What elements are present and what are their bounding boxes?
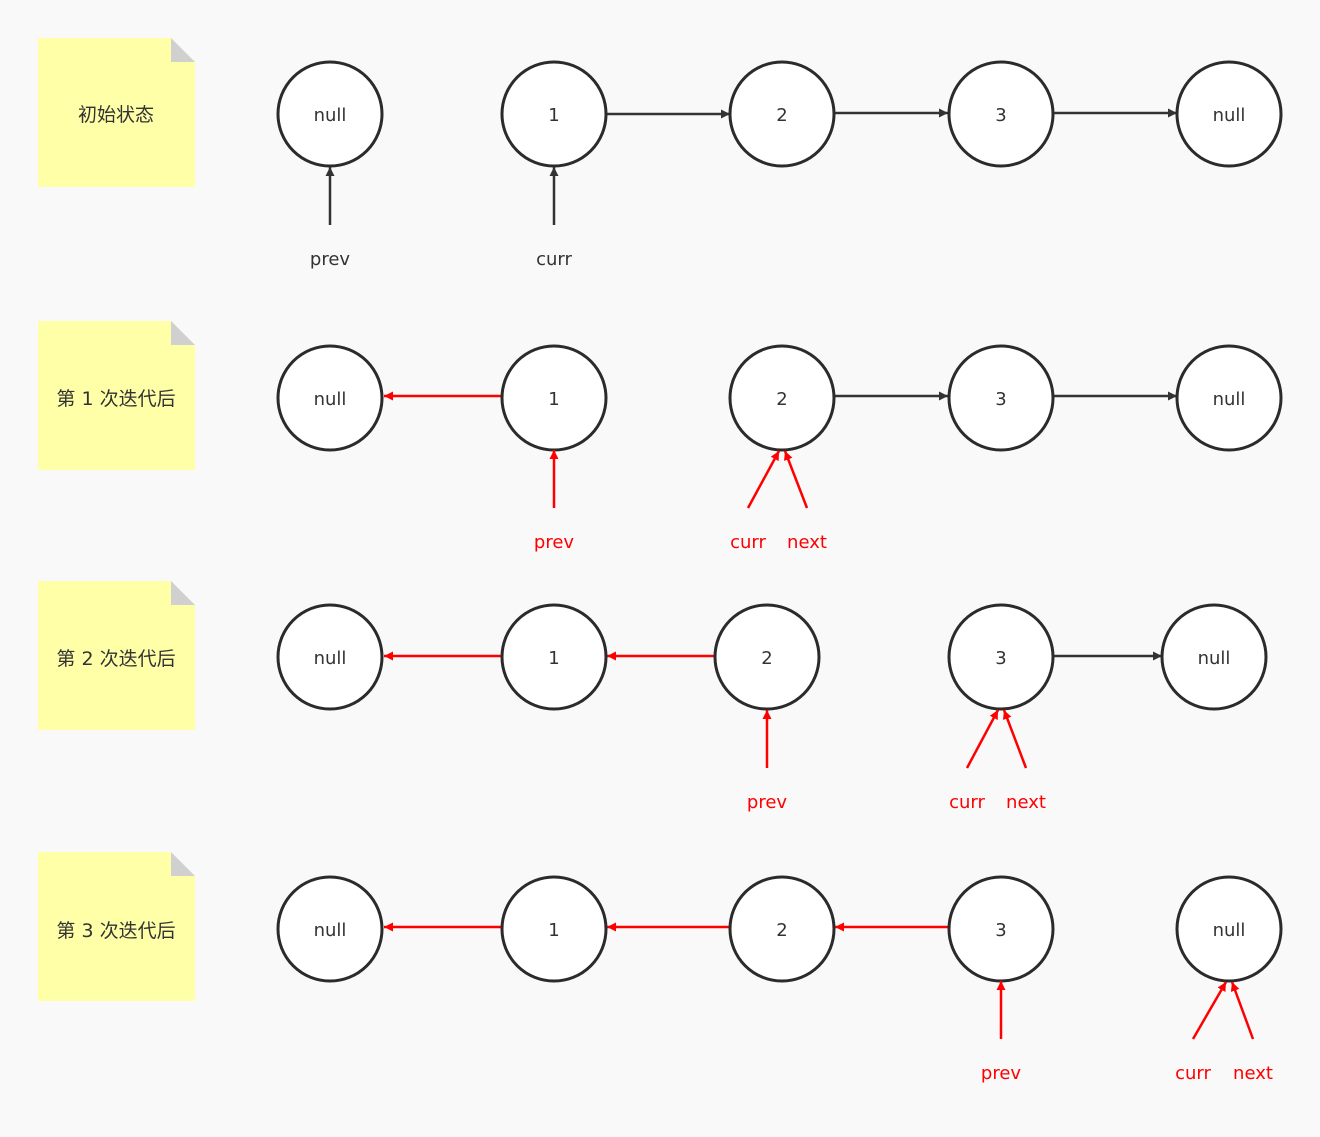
svg-text:1: 1 xyxy=(548,648,559,669)
row-iteration-3: 第 3 次迭代后 null 1 2 3 null prev curr nex xyxy=(38,852,1283,1084)
node-null-right: null xyxy=(1160,603,1268,711)
next-arrow xyxy=(1002,709,1028,769)
node-1: 1 xyxy=(500,344,608,452)
svg-text:null: null xyxy=(314,389,347,410)
curr-arrow xyxy=(1191,981,1228,1040)
svg-text:3: 3 xyxy=(995,389,1006,410)
next-arrow xyxy=(1230,981,1255,1040)
curr-label: curr xyxy=(536,249,572,270)
next-label: next xyxy=(787,532,827,553)
node-3: 3 xyxy=(947,344,1055,452)
node-2: 2 xyxy=(713,603,821,711)
node-null-left: null xyxy=(276,344,384,452)
next-label: next xyxy=(1233,1063,1273,1084)
node-null-left: null xyxy=(276,603,384,711)
note-iteration-1: 第 1 次迭代后 xyxy=(38,321,195,470)
node-2: 2 xyxy=(728,875,836,983)
svg-text:3: 3 xyxy=(995,920,1006,941)
note-label: 第 3 次迭代后 xyxy=(56,920,175,942)
node-3: 3 xyxy=(947,603,1055,711)
node-2: 2 xyxy=(728,344,836,452)
svg-text:3: 3 xyxy=(995,648,1006,669)
row-initial: 初始状态 null 1 2 3 null prev curr xyxy=(38,38,1283,270)
node-null-left: null xyxy=(276,875,384,983)
svg-text:null: null xyxy=(1213,389,1246,410)
svg-text:1: 1 xyxy=(548,105,559,126)
next-arrow xyxy=(783,450,809,509)
svg-text:3: 3 xyxy=(995,105,1006,126)
row-iteration-1: 第 1 次迭代后 null 1 2 3 null prev curr nex xyxy=(38,321,1283,553)
curr-arrow xyxy=(965,709,1000,769)
curr-label: curr xyxy=(1175,1063,1211,1084)
prev-label: prev xyxy=(310,249,351,270)
svg-text:2: 2 xyxy=(776,105,787,126)
svg-text:2: 2 xyxy=(776,389,787,410)
svg-text:null: null xyxy=(1213,105,1246,126)
node-1: 1 xyxy=(500,60,608,168)
row-iteration-2: 第 2 次迭代后 null 1 2 3 null prev curr nex xyxy=(38,581,1268,813)
svg-text:null: null xyxy=(1198,648,1231,669)
prev-label: prev xyxy=(747,792,788,813)
svg-text:1: 1 xyxy=(548,389,559,410)
curr-arrow xyxy=(746,450,781,509)
svg-text:2: 2 xyxy=(761,648,772,669)
prev-label: prev xyxy=(534,532,575,553)
node-1: 1 xyxy=(500,875,608,983)
node-null-right: null xyxy=(1175,60,1283,168)
node-1: 1 xyxy=(500,603,608,711)
curr-label: curr xyxy=(730,532,766,553)
node-3: 3 xyxy=(947,875,1055,983)
node-2: 2 xyxy=(728,60,836,168)
note-initial: 初始状态 xyxy=(38,38,195,187)
note-iteration-3: 第 3 次迭代后 xyxy=(38,852,195,1001)
note-label: 第 2 次迭代后 xyxy=(56,648,175,670)
svg-text:null: null xyxy=(1213,920,1246,941)
svg-text:2: 2 xyxy=(776,920,787,941)
note-iteration-2: 第 2 次迭代后 xyxy=(38,581,195,730)
node-null-left: null xyxy=(276,60,384,168)
node-3: 3 xyxy=(947,60,1055,168)
curr-label: curr xyxy=(949,792,985,813)
node-null-right: null xyxy=(1175,875,1283,983)
svg-text:null: null xyxy=(314,105,347,126)
svg-text:null: null xyxy=(314,648,347,669)
node-null-right: null xyxy=(1175,344,1283,452)
svg-text:null: null xyxy=(314,920,347,941)
note-label: 第 1 次迭代后 xyxy=(56,388,175,410)
svg-text:1: 1 xyxy=(548,920,559,941)
next-label: next xyxy=(1006,792,1046,813)
prev-label: prev xyxy=(981,1063,1022,1084)
note-label: 初始状态 xyxy=(78,104,154,126)
